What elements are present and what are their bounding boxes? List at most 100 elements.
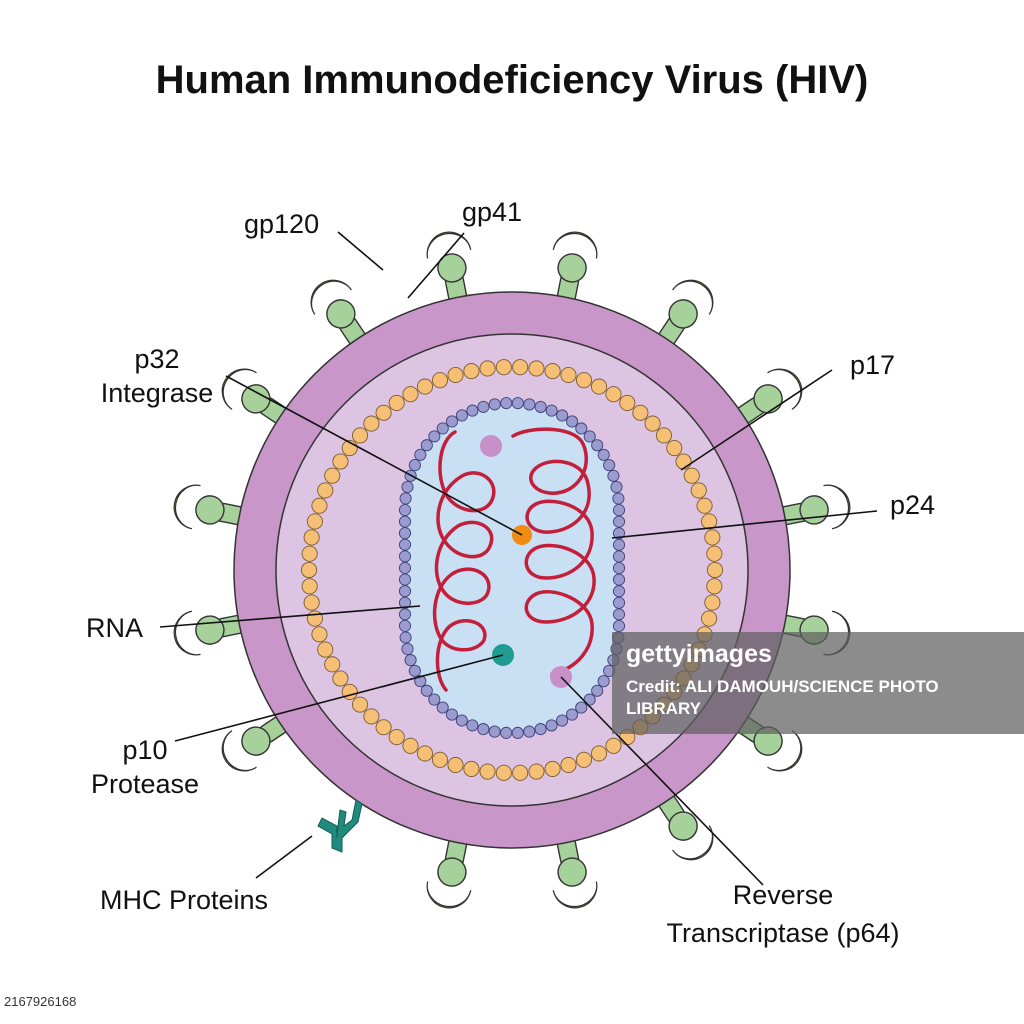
gp120-cap: [426, 231, 472, 259]
gp120-cap: [221, 730, 257, 772]
gp120-cap: [221, 368, 257, 410]
leader-p24: [611, 510, 878, 539]
gp120-knob: [753, 384, 783, 414]
capsid-bead: [612, 550, 626, 563]
capsid-bead: [612, 504, 626, 517]
matrix-bead: [528, 360, 545, 377]
matrix-bead: [575, 751, 593, 768]
capsid-bead: [545, 404, 558, 417]
reverse-transcriptase-enzyme: [480, 435, 502, 457]
matrix-bead: [655, 427, 672, 444]
matrix-bead: [683, 467, 700, 484]
matrix-bead: [416, 745, 434, 762]
capsid-bead: [612, 608, 626, 621]
matrix-bead: [306, 513, 323, 530]
matrix-bead: [375, 404, 392, 421]
matrix-bead: [317, 482, 334, 499]
matrix-bead: [590, 378, 608, 395]
matrix-bead: [706, 578, 723, 595]
capsid-bead: [488, 398, 501, 411]
image-id: 2167926168: [4, 994, 77, 1009]
capsid-bead: [398, 573, 412, 586]
capsid-bead: [398, 538, 412, 551]
label-gp120: gp120: [244, 209, 320, 239]
matrix-bead: [644, 415, 661, 432]
label-p17: p17: [850, 350, 896, 380]
capsid-bead: [610, 481, 623, 494]
leader-p32: [225, 375, 523, 536]
label-p10: p10: [122, 735, 168, 765]
label-p24: p24: [890, 490, 936, 520]
capsid-bead: [612, 596, 626, 609]
matrix-bead: [605, 386, 622, 403]
matrix-bead: [431, 751, 449, 768]
gp120-cap: [426, 881, 472, 909]
capsid-bead: [583, 430, 596, 443]
matrix-bead: [544, 760, 561, 777]
capsid-bead: [428, 430, 441, 443]
gp120-knob: [241, 726, 271, 756]
gp120-knob: [437, 857, 467, 887]
gp120-knob: [557, 253, 587, 283]
gp120-cap: [310, 279, 352, 315]
label-transcriptase: Transcriptase (p64): [666, 918, 900, 948]
capsid-bead: [401, 642, 414, 655]
gp120-cap: [767, 368, 803, 410]
matrix-bead: [303, 594, 320, 611]
leader-rt: [560, 676, 764, 886]
matrix-bead: [388, 729, 405, 746]
leader-mhc: [255, 835, 313, 879]
matrix-bead: [332, 670, 349, 687]
matrix-bead: [704, 529, 721, 546]
matrix-bead: [363, 708, 380, 725]
capsid-bead: [534, 400, 547, 413]
matrix-bead: [495, 764, 512, 781]
matrix-bead: [544, 363, 561, 380]
leader-gp120: [337, 231, 384, 271]
gp120-knob: [195, 495, 225, 525]
leader-p17: [680, 369, 833, 471]
capsid-bead: [523, 725, 536, 738]
capsid-bead: [612, 538, 626, 551]
label-gp41: gp41: [462, 197, 523, 227]
watermark-credit: Credit: ALI DAMOUH/SCIENCE PHOTO LIBRARY: [626, 677, 939, 718]
gp120-cap: [823, 484, 851, 530]
capsid-bead: [436, 701, 449, 714]
capsid-bead: [398, 585, 412, 598]
label-rna: RNA: [86, 613, 144, 643]
matrix-bead: [416, 378, 434, 395]
leader-p10: [174, 654, 504, 742]
matrix-bead: [706, 561, 724, 579]
matrix-bead: [317, 641, 334, 658]
capsid-bead: [575, 701, 588, 714]
matrix-bead: [431, 372, 449, 389]
rna-strands: [432, 427, 596, 692]
capsid-bead: [404, 654, 417, 667]
gp120-knob: [241, 384, 271, 414]
label-protease: Protease: [90, 769, 200, 799]
capsid-bead: [401, 480, 414, 494]
matrix-bead: [363, 415, 380, 432]
capsid-bead: [500, 397, 513, 410]
watermark-banner: gettyimages Credit: ALI DAMOUH/SCIENCE P…: [612, 632, 1024, 734]
matrix-bead: [301, 545, 318, 562]
capsid-bead: [500, 726, 513, 739]
matrix-bead: [512, 359, 529, 376]
capsid-bead: [511, 726, 524, 739]
capsid-bead: [420, 439, 433, 452]
capsid-bead: [398, 550, 412, 563]
capsid-bead: [398, 527, 412, 540]
matrix-bead: [666, 439, 683, 457]
matrix-bead: [402, 737, 419, 754]
capsid-bead: [414, 675, 427, 688]
matrix-bead: [696, 497, 713, 514]
capsid-bead: [597, 448, 610, 461]
gp120-knob: [668, 811, 698, 841]
capsid-bead: [583, 693, 596, 706]
label-mhc-proteins: MHC Proteins: [100, 885, 269, 915]
capsid-bead: [428, 693, 441, 706]
matrix-bead: [690, 482, 707, 499]
capsid-bead: [436, 422, 449, 435]
rna-strand-right: [511, 427, 596, 676]
matrix-bead: [375, 719, 392, 736]
